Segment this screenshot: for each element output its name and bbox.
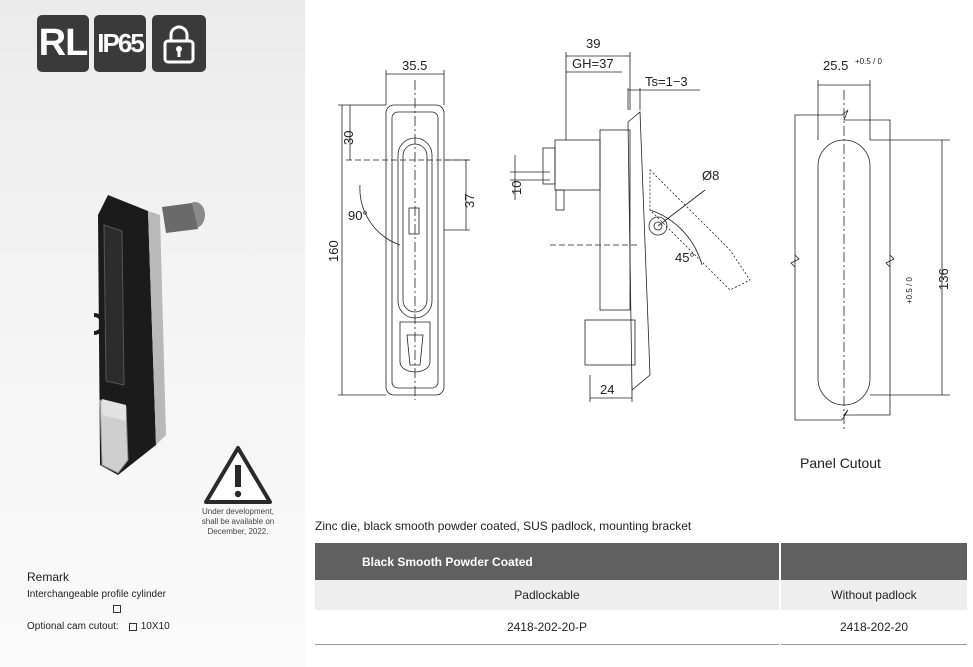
side-gh-label: GH=37 bbox=[572, 56, 614, 71]
front-height-label: 160 bbox=[326, 240, 341, 262]
side-base-label: 24 bbox=[600, 382, 614, 397]
remark-line-1: Interchangeable profile cylinder bbox=[27, 589, 166, 600]
table-header: Black Smooth Powder Coated bbox=[315, 543, 780, 580]
remark-title: Remark bbox=[27, 570, 70, 584]
spec-table: Black Smooth Powder Coated Padlockable W… bbox=[315, 543, 967, 645]
col-padlockable: Padlockable bbox=[315, 580, 780, 610]
side-hole-label: Ø8 bbox=[702, 168, 719, 183]
col-without-padlock: Without padlock bbox=[778, 580, 967, 610]
front-width-label: 35.5 bbox=[402, 58, 427, 73]
square-icon bbox=[128, 622, 137, 631]
ip65-badge: IP65 bbox=[94, 15, 146, 72]
warning-line-1: Under development, bbox=[201, 507, 275, 516]
warning-note: Under development, shall be available on… bbox=[190, 507, 286, 537]
side-ts-label: Ts=1−3 bbox=[645, 74, 688, 89]
warning-line-3: December, 2022. bbox=[207, 527, 269, 536]
side-depth-label: 39 bbox=[586, 36, 600, 51]
table-header-blank bbox=[778, 543, 967, 580]
remark-cam-label: Optional cam cutout: bbox=[27, 621, 119, 632]
technical-drawing: 35.5 30 37 160 90° 39 GH=37 Ts=1−3 10 Ø8… bbox=[326, 36, 951, 430]
warning-triangle-icon bbox=[204, 446, 272, 504]
side-angle-label: 45° bbox=[675, 250, 695, 265]
panel-cutout-label: Panel Cutout bbox=[800, 455, 881, 471]
product-image bbox=[93, 195, 205, 475]
table-row: 2418-202-20-P 2418-202-20 bbox=[315, 610, 967, 645]
cutout-height-tolerance: +0.5 / 0 bbox=[905, 277, 914, 304]
padlock-icon bbox=[152, 15, 206, 72]
table-subheader-row: Padlockable Without padlock bbox=[315, 580, 967, 610]
cell-without-padlock: 2418-202-20 bbox=[778, 610, 967, 645]
remark-cam-value: 10X10 bbox=[140, 621, 170, 632]
cell-padlockable: 2418-202-20-P bbox=[315, 610, 780, 645]
front-angle-label: 90° bbox=[348, 208, 368, 223]
rl-badge: RL bbox=[37, 15, 89, 72]
checkbox-icon bbox=[113, 605, 121, 613]
cutout-height-label: 136 bbox=[936, 268, 951, 290]
cutout-width-tolerance: +0.5 / 0 bbox=[855, 57, 882, 66]
product-description: Zinc die, black smooth powder coated, SU… bbox=[315, 519, 692, 533]
front-slot-label: 37 bbox=[462, 194, 477, 208]
side-cam-label: 10 bbox=[509, 181, 524, 195]
remark-line-2: Optional cam cutout: 10X10 bbox=[27, 621, 170, 632]
cutout-width-label: 25.5 bbox=[823, 58, 848, 73]
warning-line-2: shall be available on bbox=[201, 517, 275, 526]
table-header-row: Black Smooth Powder Coated bbox=[315, 543, 967, 580]
front-top-label: 30 bbox=[341, 131, 356, 145]
